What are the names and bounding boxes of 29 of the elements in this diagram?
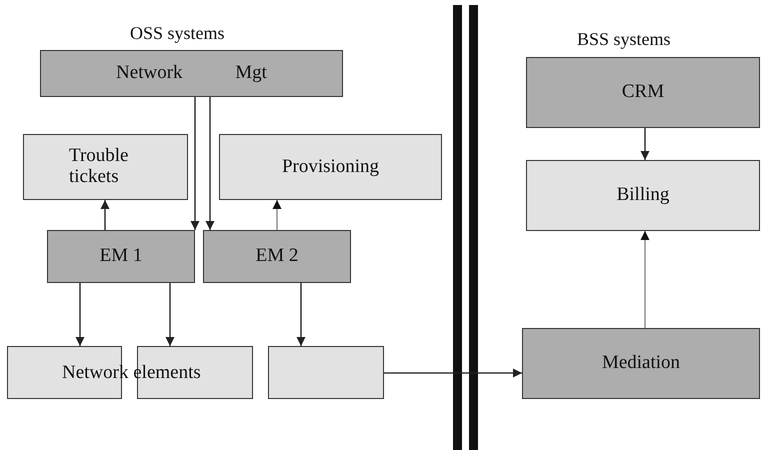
system-box (526, 160, 760, 231)
box-label: Network Mgt (116, 63, 267, 84)
arrow (76, 283, 84, 346)
system-box (40, 50, 343, 97)
system-box (522, 328, 760, 399)
system-box (219, 134, 442, 200)
system-box (47, 230, 195, 283)
system-box (203, 230, 351, 283)
arrow (640, 128, 650, 160)
arrow (272, 200, 282, 230)
arrow (166, 283, 174, 346)
box-label: Provisioning (282, 156, 380, 178)
box-label: Mediation (602, 353, 680, 374)
arrow (206, 97, 214, 230)
box-label: CRM (622, 82, 664, 103)
arrow (100, 200, 110, 230)
box-label: EM 1 (100, 246, 142, 267)
box-label: Billing (616, 185, 670, 206)
arrow (640, 231, 650, 328)
box-label: EM 2 (256, 246, 298, 267)
group-heading: OSS systems (130, 24, 225, 44)
system-box (526, 57, 760, 128)
network-element-box (268, 346, 384, 399)
group-heading: BSS systems (577, 30, 671, 50)
system-box (23, 134, 188, 200)
arrow (190, 97, 200, 230)
box-label: Trouble tickets (69, 146, 130, 188)
arrow (296, 283, 306, 346)
arrow (384, 368, 522, 378)
